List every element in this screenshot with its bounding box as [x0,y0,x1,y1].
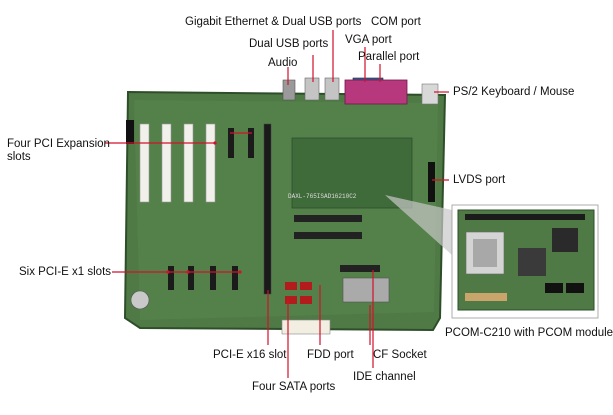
label-pci-slots-line2: slots [7,151,31,163]
label-ps2: PS/2 Keyboard / Mouse [453,86,575,98]
label-module-caption: PCOM-C210 with PCOM module [445,327,613,339]
label-audio: Audio [268,57,298,69]
leader-lines [105,30,449,378]
label-parallel-port: Parallel port [358,51,420,63]
zoom-wedge [385,195,452,255]
motherboard-photo: DAXL-765ISAD16210C2 [123,77,447,335]
label-gbe-dual-usb: Gigabit Ethernet & Dual USB ports [185,16,362,28]
label-ide: IDE channel [353,371,416,383]
label-cf-socket: CF Socket [373,349,427,361]
label-com-port: COM port [371,16,421,28]
label-fdd: FDD port [307,349,354,361]
label-vga-port: VGA port [345,34,392,46]
label-dual-usb: Dual USB ports [249,38,329,50]
label-pci-slots-line1: Four PCI Expansion [7,138,110,150]
label-sata: Four SATA ports [252,381,336,393]
motherboard-diagram: DAXL-765ISAD16210C2 [105,30,599,378]
label-pcie-x1: Six PCI-E x1 slots [19,266,112,278]
label-pcie-x16: PCI-E x16 slot [213,349,287,361]
pcom-module-photo [451,204,599,319]
label-pci-slots: Four PCI Expansion slots [7,138,110,164]
label-lvds: LVDS port [453,174,506,186]
board-silkscreen: DAXL-765ISAD16210C2 [288,193,357,200]
